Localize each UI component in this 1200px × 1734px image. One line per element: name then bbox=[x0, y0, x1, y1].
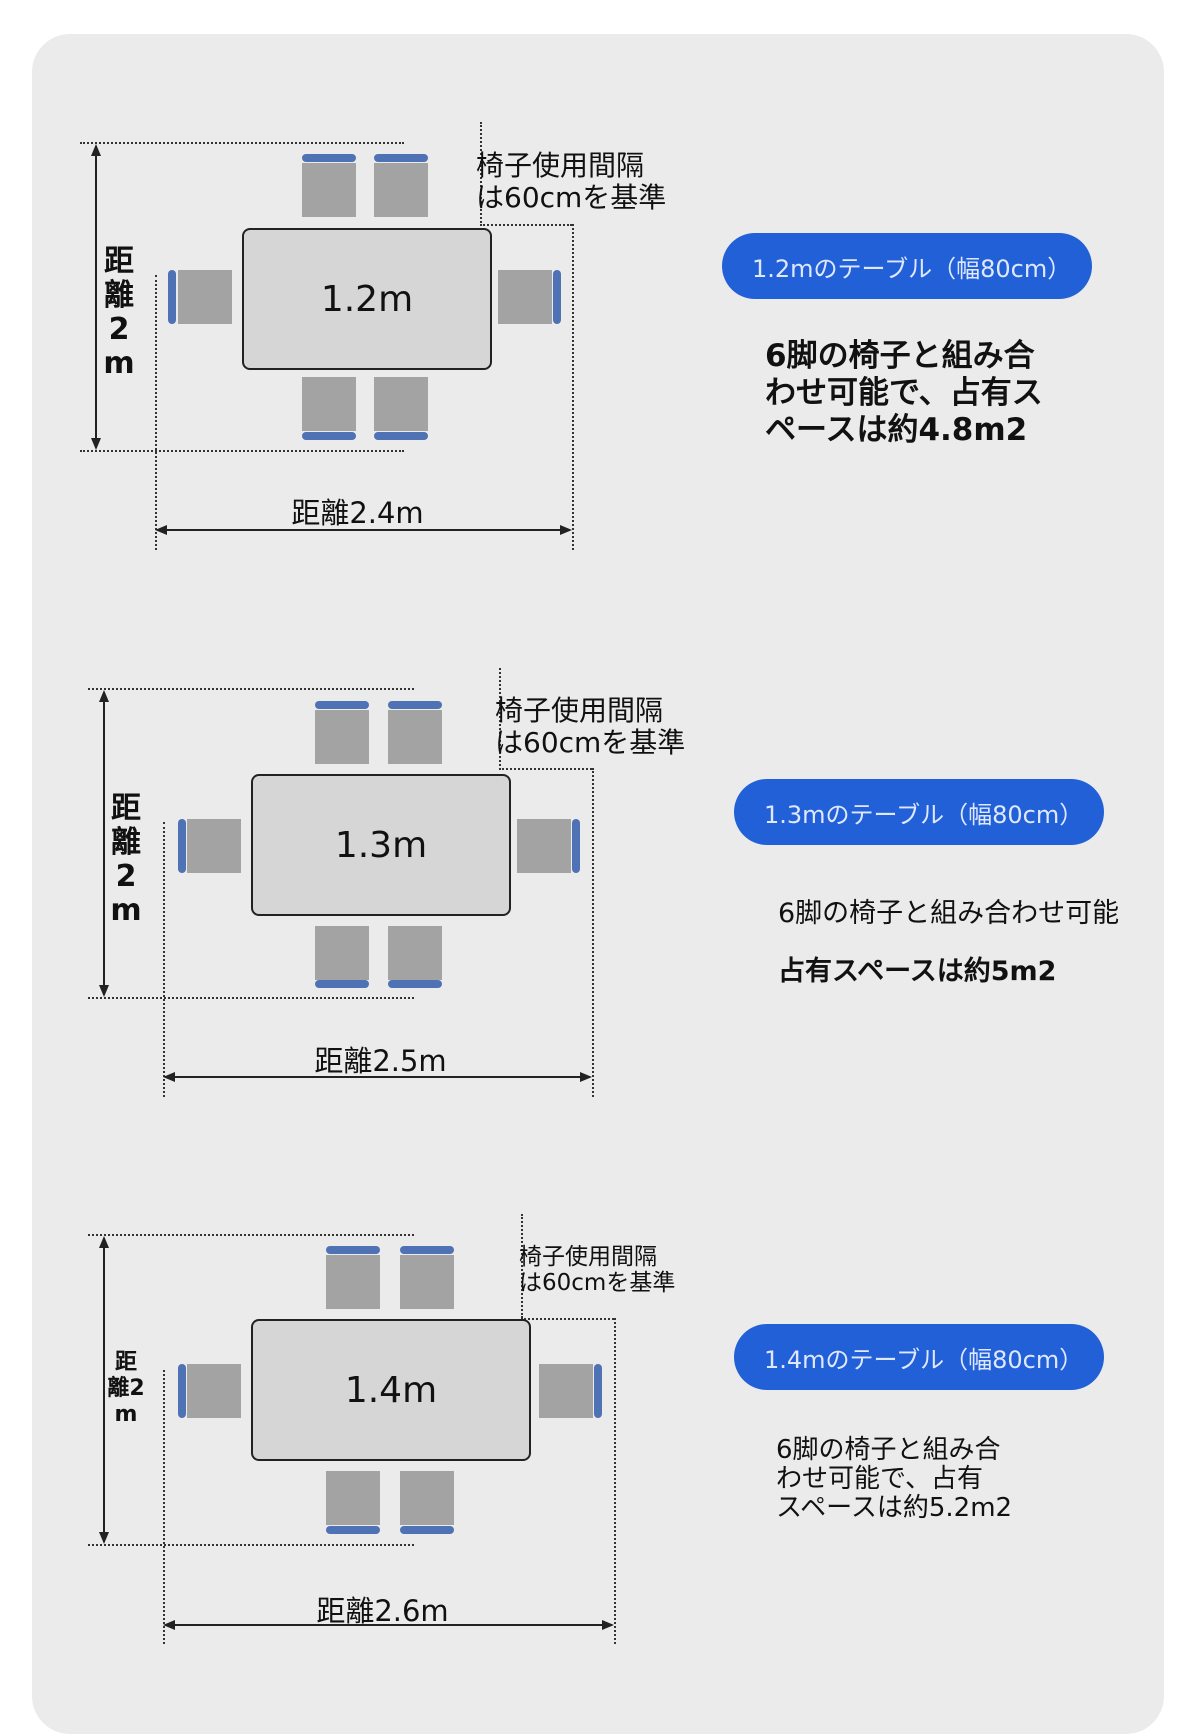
chair-back bbox=[388, 701, 442, 709]
bottom-boundary-line bbox=[88, 997, 414, 999]
chair-seat bbox=[400, 1471, 454, 1525]
right-boundary-line bbox=[572, 224, 574, 550]
dimension-arrows bbox=[99, 690, 592, 1082]
horizontal-distance-label: 距離2.4m bbox=[291, 496, 424, 530]
chair-back bbox=[315, 980, 369, 988]
top-boundary-line bbox=[80, 142, 404, 144]
chair-back bbox=[302, 154, 356, 162]
chair-back bbox=[400, 1246, 454, 1254]
chair-seat bbox=[388, 926, 442, 980]
chair-seat bbox=[187, 819, 241, 873]
chair-spacing-note: 椅子使用間隔 は60cmを基準 bbox=[495, 694, 686, 759]
chair-back bbox=[326, 1526, 380, 1534]
dining-table: 1.2m bbox=[242, 228, 492, 370]
chair-back bbox=[594, 1364, 602, 1418]
dimension-arrows bbox=[91, 144, 572, 535]
horizontal-distance-label: 距離2.5m bbox=[314, 1044, 447, 1078]
spacing-guide-line bbox=[521, 1318, 614, 1320]
layout-section-1: 1.2m 距離2m 距離2.4m 椅子使用間隔 は60cmを基準 1.2mのテー… bbox=[0, 0, 1200, 560]
chair-seat bbox=[315, 710, 369, 764]
vertical-distance-label: 距離2m bbox=[107, 1350, 145, 1427]
chair-spacing-note: 椅子使用間隔 は60cmを基準 bbox=[519, 1244, 676, 1296]
chair-seat bbox=[302, 163, 356, 217]
chair-seat bbox=[498, 270, 552, 324]
chair-seat bbox=[302, 377, 356, 431]
table-description-line1: 6脚の椅子と組み合わせ可能 bbox=[778, 898, 1120, 929]
pill-label: 1.2mのテーブル（幅80cm） bbox=[752, 254, 1072, 283]
pill-label: 1.4mのテーブル（幅80cm） bbox=[764, 1345, 1084, 1374]
chair-back bbox=[326, 1246, 380, 1254]
right-boundary-line bbox=[592, 768, 594, 1097]
dining-table: 1.4m bbox=[251, 1319, 531, 1461]
chair-seat bbox=[326, 1255, 380, 1309]
spacing-guide-line bbox=[499, 668, 501, 770]
left-boundary-line bbox=[163, 822, 165, 1097]
chair-back bbox=[553, 270, 561, 324]
table-spec-pill: 1.3mのテーブル（幅80cm） bbox=[734, 779, 1104, 845]
chair-back bbox=[374, 432, 428, 440]
bottom-boundary-line bbox=[80, 450, 404, 452]
chair-back bbox=[388, 980, 442, 988]
vertical-distance-label: 距離2m bbox=[110, 791, 142, 928]
chair-seat bbox=[374, 377, 428, 431]
chair-seat bbox=[187, 1364, 241, 1418]
horizontal-distance-label: 距離2.6m bbox=[316, 1594, 449, 1628]
table-description: 6脚の椅子と組み合 わせ可能で、占有 スペースは約5.2m2 bbox=[776, 1435, 1013, 1523]
chair-seat bbox=[315, 926, 369, 980]
top-boundary-line bbox=[88, 688, 414, 690]
spacing-guide-line bbox=[480, 122, 482, 226]
chair-back bbox=[178, 819, 186, 873]
chair-seat bbox=[539, 1364, 593, 1418]
table-size-label: 1.4m bbox=[344, 1369, 438, 1411]
table-spec-pill: 1.4mのテーブル（幅80cm） bbox=[734, 1324, 1104, 1390]
table-description: 6脚の椅子と組み合 わせ可能で、占有ス ペースは約4.8m2 bbox=[765, 338, 1043, 448]
chair-back bbox=[168, 270, 176, 324]
spacing-guide-line bbox=[499, 768, 592, 770]
chair-seat bbox=[517, 819, 571, 873]
chair-spacing-note: 椅子使用間隔 は60cmを基準 bbox=[476, 149, 667, 214]
chair-back bbox=[178, 1364, 186, 1418]
table-description-line2: 占有スペースは約5m2 bbox=[778, 956, 1057, 987]
bottom-boundary-line bbox=[88, 1544, 414, 1546]
chair-seat bbox=[374, 163, 428, 217]
chair-seat bbox=[326, 1471, 380, 1525]
top-boundary-line bbox=[88, 1234, 414, 1236]
chair-back bbox=[315, 701, 369, 709]
dining-table: 1.3m bbox=[251, 774, 511, 916]
spacing-guide-line bbox=[480, 224, 572, 226]
chair-seat bbox=[388, 710, 442, 764]
left-boundary-line bbox=[155, 275, 157, 550]
table-spec-pill: 1.2mのテーブル（幅80cm） bbox=[722, 233, 1092, 299]
chair-seat bbox=[178, 270, 232, 324]
chair-back bbox=[302, 432, 356, 440]
left-boundary-line bbox=[163, 1370, 165, 1644]
table-size-label: 1.2m bbox=[320, 278, 414, 320]
vertical-distance-label: 距離2m bbox=[103, 244, 135, 381]
dimension-arrows bbox=[99, 1236, 614, 1630]
chair-back bbox=[374, 154, 428, 162]
chair-seat bbox=[400, 1255, 454, 1309]
chair-back bbox=[400, 1526, 454, 1534]
chair-back bbox=[572, 819, 580, 873]
pill-label: 1.3mのテーブル（幅80cm） bbox=[764, 800, 1084, 829]
table-size-label: 1.3m bbox=[334, 824, 428, 866]
layout-section-3: 1.4m 距離2m 距離2.6m 椅子使用間隔 は60cmを基準 1.4mのテー… bbox=[0, 1088, 1200, 1648]
layout-section-2: 1.3m 距離2m 距離2.5m 椅子使用間隔 は60cmを基準 1.3mのテー… bbox=[0, 544, 1200, 1104]
spacing-guide-line bbox=[521, 1214, 523, 1318]
right-boundary-line bbox=[614, 1318, 616, 1644]
